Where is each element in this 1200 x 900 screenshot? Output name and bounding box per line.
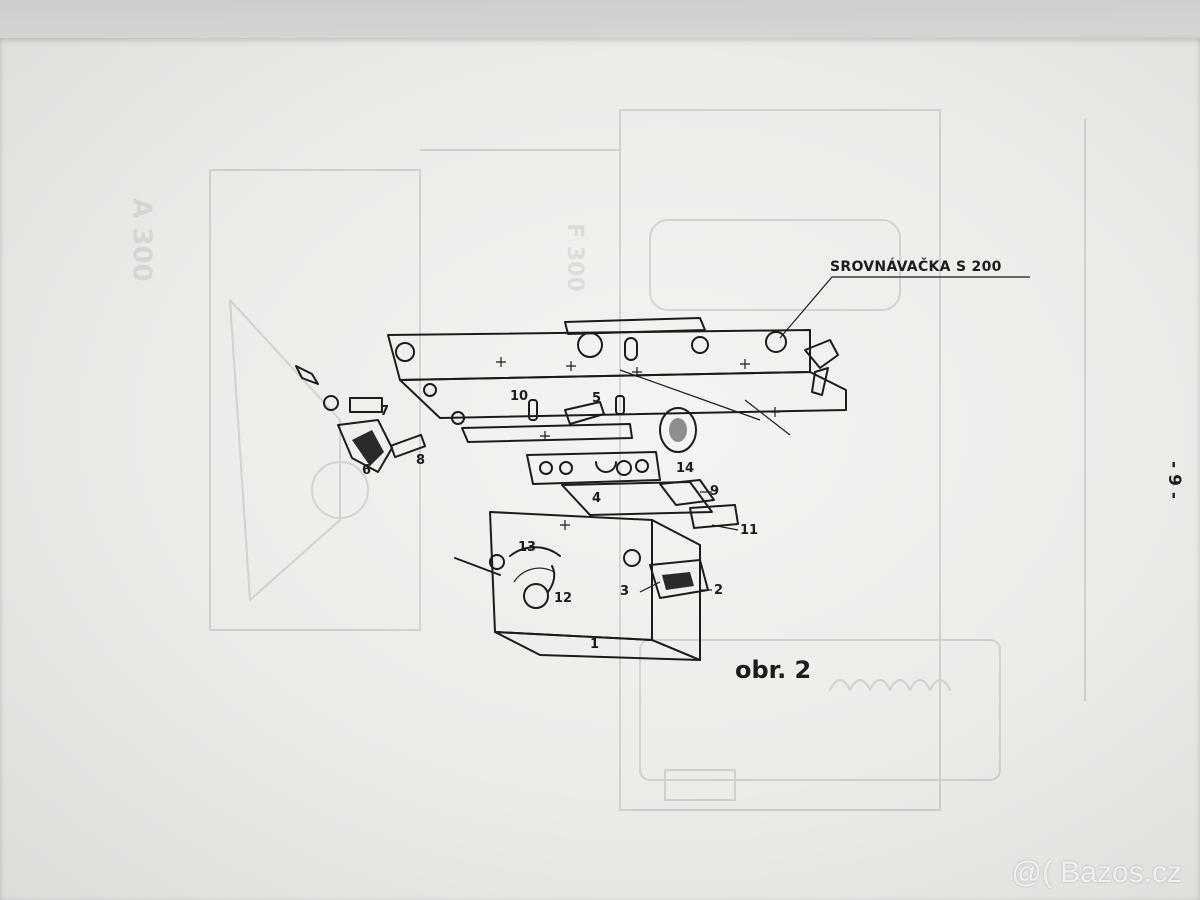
- part-number-7: 7: [380, 404, 390, 419]
- page-number: - 9 -: [1163, 461, 1184, 499]
- housing-hole-1: [489, 554, 505, 570]
- pin-10: [528, 399, 538, 421]
- crosshair-2: [566, 361, 576, 371]
- bracket-hole-3: [616, 460, 632, 476]
- part-number-2: 2: [714, 583, 724, 598]
- ghost-frame-left: [209, 169, 421, 631]
- washer: [323, 395, 339, 411]
- part-number-10: 10: [510, 389, 529, 404]
- beam-bottom-face: [399, 371, 847, 419]
- main-housing: [454, 511, 709, 661]
- bracket-face: [526, 451, 661, 485]
- part-14-rail: [659, 479, 715, 506]
- part-6-wedge: [337, 419, 393, 473]
- beam-end-clip: [811, 367, 829, 396]
- angle-scale-arc: [509, 546, 561, 557]
- housing-hole-2: [623, 549, 641, 567]
- bazos-watermark: @( Bazos.cz: [1011, 856, 1183, 889]
- top-beam: [387, 317, 847, 436]
- crosshair-4: [740, 359, 750, 369]
- adjust-lever: [547, 565, 556, 593]
- beam-hole-1: [395, 342, 415, 362]
- beam-hole-4: [765, 331, 787, 353]
- pins-and-roller: [423, 383, 697, 453]
- beam-axis-line: [619, 369, 761, 421]
- ghost-foot: [664, 769, 736, 801]
- beam-top-rail: [564, 317, 706, 335]
- part-number-3: 3: [620, 584, 630, 599]
- leader-11: [711, 524, 739, 531]
- housing-front: [489, 511, 653, 641]
- ghost-frame-right: [619, 109, 941, 811]
- show-through-drawing: [209, 109, 1086, 811]
- screw: [295, 365, 319, 385]
- part-number-11: 11: [740, 523, 759, 538]
- leader-3: [639, 581, 661, 593]
- ghost-motor: [649, 219, 901, 311]
- part-number-13: 13: [518, 540, 537, 555]
- part-number-4: 4: [592, 491, 602, 506]
- beam-slot: [624, 337, 638, 361]
- part-number-5: 5: [592, 391, 602, 406]
- part-number-14: 14: [676, 461, 695, 476]
- angle-scale-inner: [513, 567, 555, 583]
- part-number-12: 12: [554, 591, 573, 606]
- beam-axis-line-2: [744, 399, 791, 436]
- part-number-6: 6: [362, 463, 372, 478]
- callout-leaders: [639, 491, 739, 593]
- part-7-block: [349, 397, 383, 413]
- figure-label: obr. 2: [735, 656, 812, 684]
- pin-5: [615, 395, 625, 415]
- part-number-1: 1: [590, 637, 600, 652]
- part-number-9: 9: [710, 484, 720, 499]
- title-leader-line: [779, 276, 1030, 339]
- ghost-wheel: [311, 461, 369, 519]
- handle-13: [454, 557, 501, 576]
- ghost-spring: [829, 679, 951, 691]
- pin-shaft: [564, 401, 605, 425]
- bracket-hole-2: [559, 461, 573, 475]
- bracket-hole-4: [635, 459, 649, 473]
- beam-bolt-left: [423, 383, 437, 397]
- ghost-wedge: [229, 299, 341, 601]
- crosshair-markers: [496, 357, 780, 530]
- part-11-tab: [689, 504, 739, 529]
- knob-12: [523, 583, 549, 609]
- beam-bolt-lower: [451, 411, 465, 425]
- bracket-notch: [595, 461, 617, 473]
- part-3-screw: [662, 572, 694, 590]
- flat-bar: [461, 423, 633, 443]
- crosshair-1: [496, 357, 506, 367]
- bracket-arm: [561, 481, 713, 516]
- carriage-bracket: [526, 451, 739, 529]
- roller-body: [659, 407, 697, 453]
- beam-hole-3: [691, 336, 709, 354]
- crosshair-5: [770, 407, 780, 417]
- crosshair-3: [632, 367, 642, 377]
- part-number-8: 8: [416, 453, 426, 468]
- beam-hole-2: [577, 332, 603, 358]
- left-parts-group: [295, 365, 427, 473]
- bracket-hole-1: [539, 461, 553, 475]
- part-8-plate: [389, 433, 427, 459]
- ghost-base: [639, 639, 1001, 781]
- crosshair-6: [560, 520, 570, 530]
- beam-end-bracket: [804, 339, 839, 369]
- part-6-blade: [352, 430, 384, 466]
- machine-title-label: SROVNÁVAČKA S 200: [830, 259, 1002, 275]
- housing-bottom: [494, 631, 701, 661]
- roller-core: [669, 418, 687, 442]
